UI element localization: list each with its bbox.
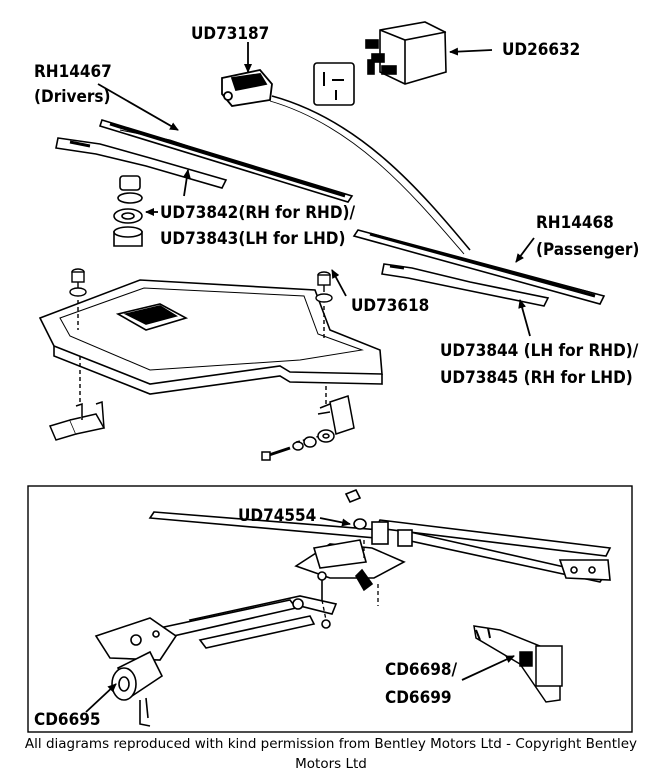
spindle-nut-drawing — [113, 175, 143, 247]
cover-plate-drawing — [38, 279, 383, 395]
washer-tube — [271, 95, 471, 251]
label-ud73843: UD73843(LH for LHD) — [160, 229, 346, 249]
label-rh14468: RH14468 — [536, 213, 614, 233]
label-rh14467-drivers: (Drivers) — [34, 87, 111, 107]
label-ud73845: UD73845 (RH for LHD) — [440, 368, 633, 388]
leader-arrows — [85, 42, 535, 713]
label-cd6695: CD6695 — [34, 710, 101, 730]
label-ud73187: UD73187 — [191, 24, 270, 44]
label-ud26632: UD26632 — [502, 40, 581, 60]
label-ud74554: UD74554 — [238, 506, 317, 526]
label-ud73842: UD73842(RH for RHD)/ — [160, 203, 356, 223]
label-cd6698: CD6698/ — [385, 660, 458, 680]
copyright-caption: All diagrams reproduced with kind permis… — [24, 736, 638, 772]
linkage-drawing — [94, 488, 612, 727]
fastener-guides — [77, 300, 327, 443]
linkage-guides — [321, 540, 379, 621]
grommets-drawing — [69, 268, 333, 303]
label-ud73618: UD73618 — [351, 296, 430, 316]
bracket-drawing — [48, 395, 355, 441]
label-cd6699: CD6699 — [385, 688, 452, 708]
label-rh14468-passenger: (Passenger) — [536, 240, 640, 260]
relay-drawing — [365, 21, 447, 85]
label-ud73844: UD73844 (LH for RHD)/ — [440, 341, 639, 361]
bolt-washer-drawing — [261, 429, 335, 461]
cd6698-bracket-drawing — [473, 625, 563, 703]
linkage-frame — [27, 485, 633, 733]
passenger-wiper-drawing — [352, 229, 606, 307]
relay-base-drawing — [313, 62, 355, 106]
clip-drawing — [221, 69, 273, 107]
driver-wiper-drawing — [55, 119, 354, 203]
label-rh14467: RH14467 — [34, 62, 112, 82]
